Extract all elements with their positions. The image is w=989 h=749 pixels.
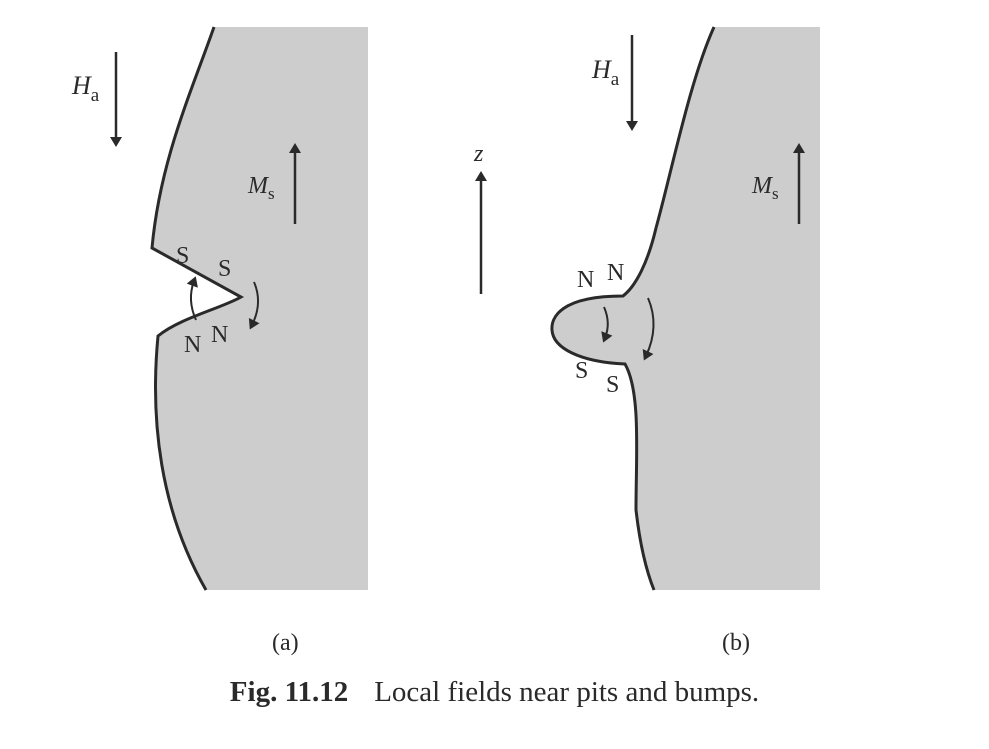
panel-label-a: (a) — [272, 630, 299, 656]
magnetization-label-a: Ms — [247, 173, 275, 203]
applied-field-label-a: Ha — [71, 71, 100, 106]
z-axis-label: z — [473, 141, 484, 167]
z-axis: z — [473, 141, 487, 294]
figure-number: Fig. 11.12 — [229, 676, 349, 708]
bump-material-region — [551, 27, 820, 590]
pole-label: S — [575, 358, 588, 384]
panel-b: Ha Ms N N S S (b) — [550, 26, 820, 656]
pole-label: N — [607, 260, 624, 286]
panel-label-b: (b) — [722, 630, 750, 656]
applied-field-label-b: Ha — [591, 55, 620, 90]
pit-material-region — [152, 27, 368, 590]
panel-a: Ha Ms S S N N (a) — [71, 26, 368, 656]
pole-label: S — [218, 256, 231, 282]
pole-label: N — [577, 267, 594, 293]
local-field-arrow — [248, 281, 260, 330]
magnetization-label-b: Ms — [751, 173, 779, 203]
local-field-arrow — [601, 306, 613, 343]
local-field-arrow — [642, 297, 655, 361]
pole-label: S — [176, 243, 189, 269]
figure-caption: Fig. 11.12 Local fields near pits and bum… — [0, 676, 989, 709]
pole-label: N — [184, 332, 201, 358]
caption-text: Local fields near pits and bumps. — [374, 676, 760, 708]
pit-surface-outline — [150, 26, 245, 591]
local-field-arrow — [186, 276, 198, 321]
pole-label: S — [606, 372, 619, 398]
bump-surface-outline — [550, 26, 716, 591]
pole-label: N — [211, 322, 228, 348]
